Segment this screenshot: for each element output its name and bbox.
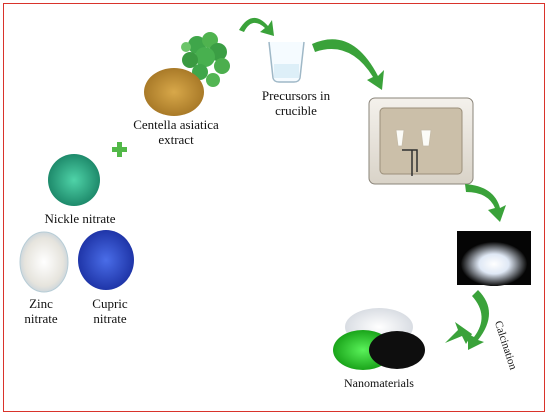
plus-icon	[112, 142, 127, 157]
cupric-label-line2: nitrate	[93, 311, 127, 326]
curved-arrow-icon	[445, 322, 472, 344]
cupric-label: Cupric nitrate	[83, 296, 137, 326]
zinc-label-line2: nitrate	[24, 311, 58, 326]
curved-arrow-icon	[239, 17, 274, 36]
nanomaterials-image	[333, 308, 425, 370]
nanomaterials-label: Nanomaterials	[344, 376, 414, 390]
centella-extract-powder-image	[144, 68, 204, 116]
precursors-label-line1: Precursors in	[261, 88, 331, 103]
precursors-label-line2: crucible	[275, 103, 317, 118]
centella-leaves-image	[181, 32, 230, 87]
zinc-nitrate-image	[19, 231, 69, 293]
curved-arrow-icon	[468, 290, 489, 350]
curved-arrow-icon	[465, 184, 506, 222]
white-powder-image	[457, 231, 531, 286]
centella-label-line1: Centella asiatica	[133, 117, 219, 132]
precursors-label: Precursors in crucible	[254, 88, 338, 118]
arrows	[239, 17, 506, 350]
cupric-label-line1: Cupric	[92, 296, 128, 311]
furnace-image	[368, 97, 474, 185]
nickel-nitrate-image	[48, 154, 100, 206]
beaker-icon	[268, 41, 305, 83]
zinc-label-line1: Zinc	[29, 296, 53, 311]
zinc-label: Zinc nitrate	[16, 296, 66, 326]
cupric-nitrate-image	[78, 230, 134, 290]
nickel-label: Nickle nitrate	[44, 211, 116, 226]
centella-label-line2: extract	[158, 132, 194, 147]
curved-arrow-icon	[312, 39, 384, 90]
centella-label: Centella asiatica extract	[120, 117, 232, 147]
